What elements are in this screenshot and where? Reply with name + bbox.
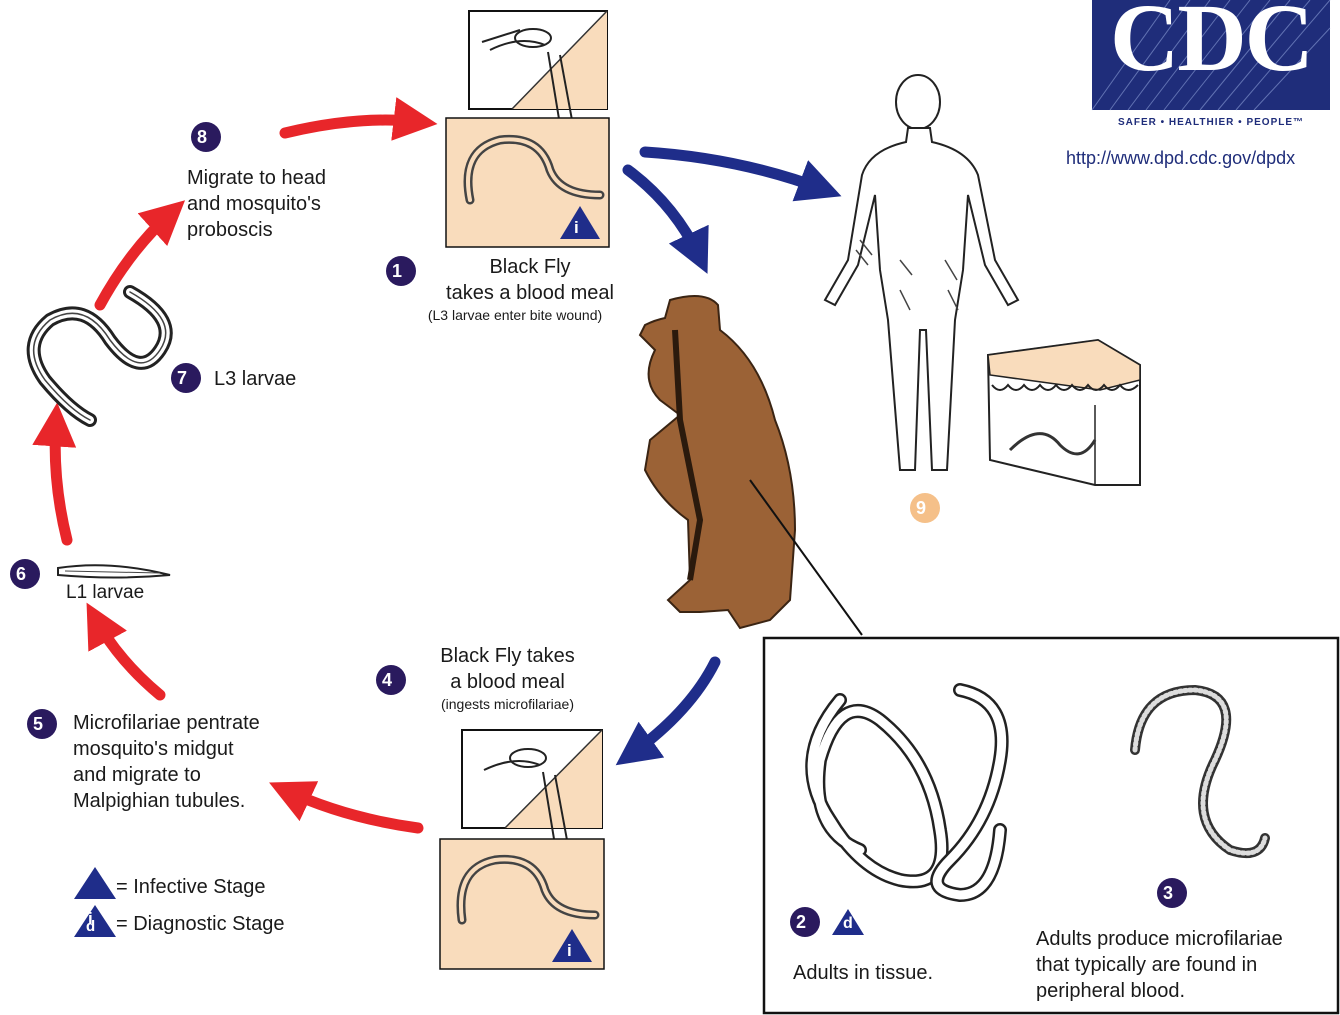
step-9-number: 9 <box>916 495 926 521</box>
legend-diagnostic-label: = Diagnostic Stage <box>116 911 284 937</box>
fly-bite-box-bottom <box>440 730 604 969</box>
step-1-infective-symbol: i <box>574 215 579 241</box>
step-3-number: 3 <box>1163 880 1173 906</box>
infective-stage-triangle <box>74 867 116 899</box>
arrow-bear-to-fly <box>630 662 715 755</box>
step-2-number: 2 <box>796 909 806 935</box>
arrow-fly-to-bear <box>628 170 700 258</box>
step-2-diagnostic-symbol: d <box>843 911 853 937</box>
arrow-5-to-6 <box>95 618 160 695</box>
legend-infective-label: = Infective Stage <box>116 874 266 900</box>
step-4-note: (ingests microfilariae) <box>405 695 610 713</box>
step-2-label: Adults in tissue. <box>793 960 933 986</box>
step-1-number: 1 <box>392 258 402 284</box>
step-6-number: 6 <box>16 561 26 587</box>
step-5-number: 5 <box>33 711 43 737</box>
cdc-tagline: SAFER • HEALTHIER • PEOPLE™ <box>1092 117 1330 128</box>
cdc-logo-text: CDC <box>1092 0 1330 93</box>
fly-bite-box-top <box>446 11 609 247</box>
step-8-number: 8 <box>197 124 207 150</box>
step-7-number: 7 <box>177 365 187 391</box>
step-7-label: L3 larvae <box>214 366 296 392</box>
bear-illustration <box>640 296 862 635</box>
source-url-link[interactable]: http://www.dpd.cdc.gov/dpdx <box>1066 148 1295 169</box>
arrow-4-to-5 <box>285 790 418 828</box>
arrow-fly-to-human <box>645 152 825 190</box>
step-4-infective-symbol: i <box>567 938 572 964</box>
l1-larva-drawing <box>58 565 170 577</box>
step-4-number: 4 <box>382 667 392 693</box>
arrow-6-to-7 <box>55 420 67 540</box>
step-1-note: (L3 larvae enter bite wound) <box>385 306 645 324</box>
arrow-8-to-1 <box>285 120 420 133</box>
skin-section-drawing <box>988 340 1140 485</box>
step-6-label: L1 larvae <box>66 580 144 606</box>
l3-larva-drawing <box>34 292 166 420</box>
legend-diagnostic-symbol: d <box>86 914 95 940</box>
